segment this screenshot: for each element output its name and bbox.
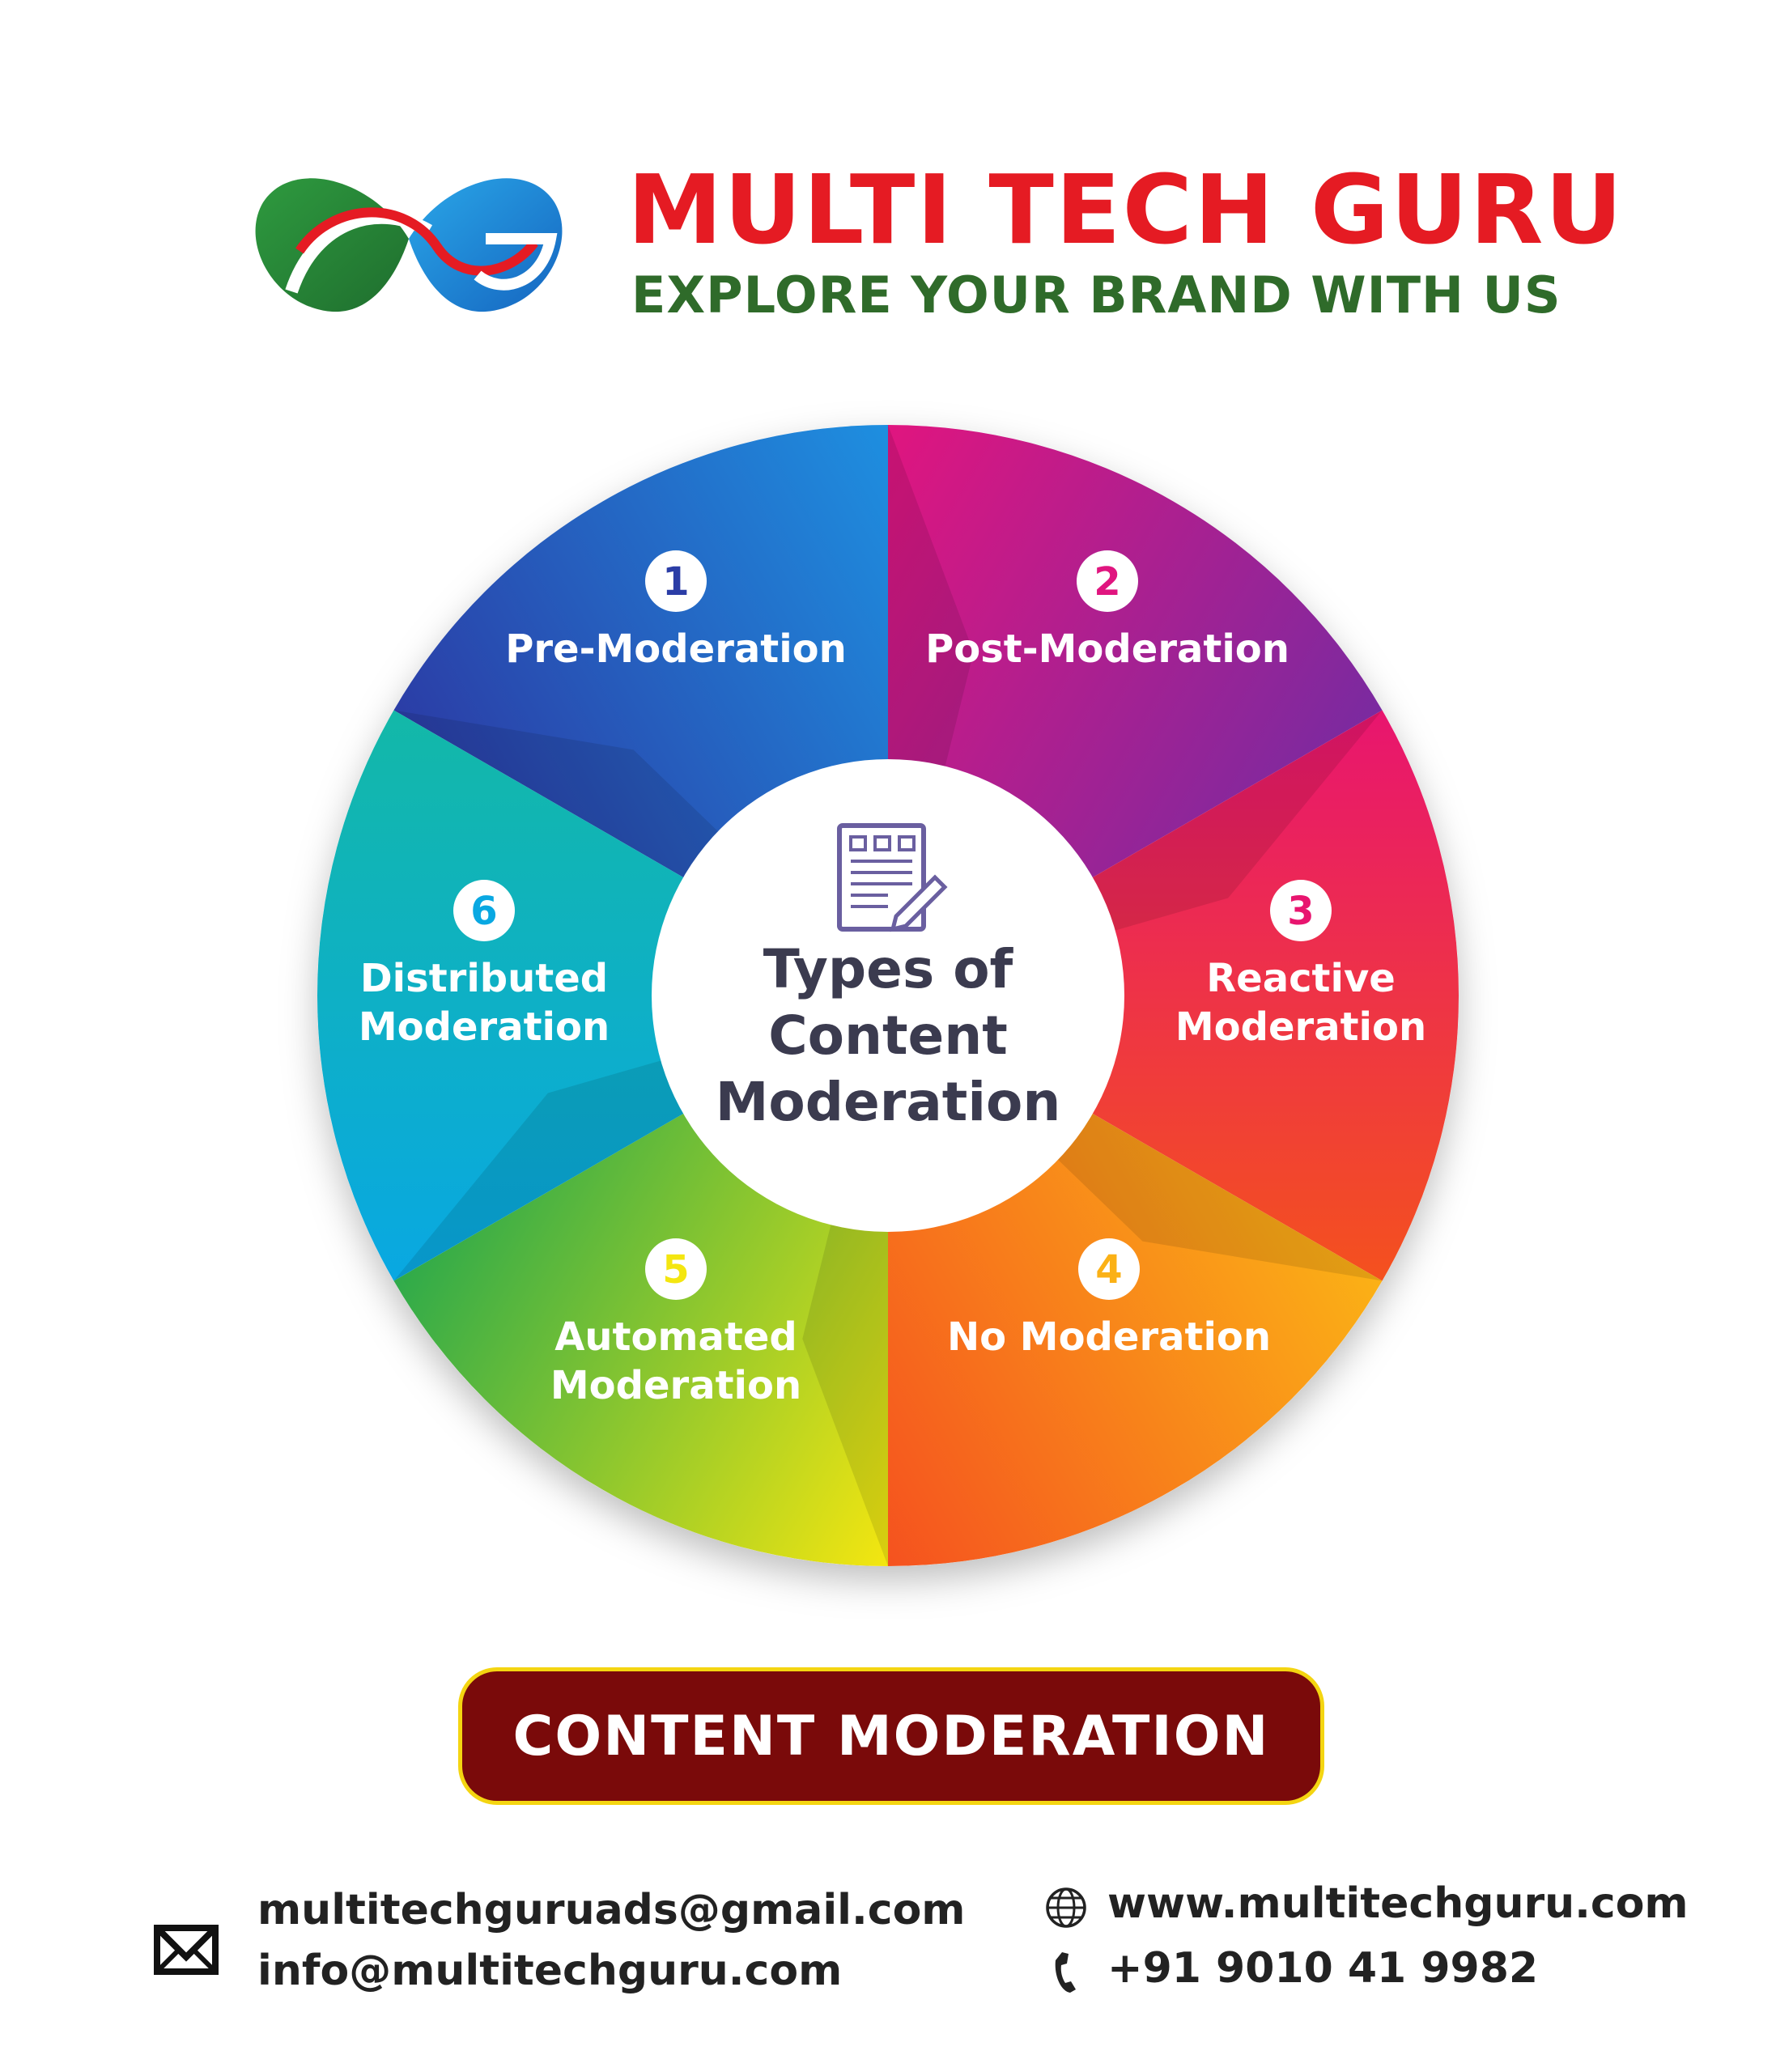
segment-label-6: Distributed [360,956,608,1001]
banner-label: CONTENT MODERATION [512,1704,1270,1768]
number-badge-2 [1077,550,1138,612]
center-title-line: Moderation [716,1071,1061,1133]
number-badge-text-6: 6 [470,889,497,934]
segment-label-3: Reactive [1206,956,1396,1001]
number-badge-6 [453,880,515,941]
brand-title: MULTI TECH GURU [627,154,1625,265]
email-secondary-link[interactable]: info@multitechguru.com [257,1947,843,1995]
center-title-line: Types of [763,938,1014,1000]
brand-header: MULTI TECH GURU EXPLORE YOUR BRAND WITH … [243,146,1622,340]
email-primary-link[interactable]: multitechguruads@gmail.com [257,1886,966,1934]
segment-label-5: Automated [554,1314,797,1360]
segment-6 [317,710,888,1281]
number-badge-3 [1270,880,1332,941]
website-link[interactable]: www.multitechguru.com [1107,1879,1689,1928]
infinity-leaf-logo [255,178,563,312]
segment-label-3: Moderation [1175,1004,1426,1050]
segment-label-2: Post-Moderation [925,626,1290,672]
segment-label-6: Moderation [359,1004,610,1050]
document-edit-icon [837,823,948,932]
number-badge-text-2: 2 [1094,559,1120,605]
globe-icon [1046,1887,1086,1928]
number-badge-text-4: 4 [1095,1247,1122,1293]
phone-icon [1055,1952,1076,1993]
number-badge-1 [645,550,707,612]
segment-label-5: Moderation [550,1363,801,1408]
number-badge-text-3: 3 [1287,889,1314,934]
mail-icon [154,1925,219,1975]
brand-tagline: EXPLORE YOUR BRAND WITH US [631,265,1561,325]
segment-label-1: Pre-Moderation [505,626,847,672]
center-circle [652,759,1124,1232]
number-badge-5 [645,1238,707,1300]
segment-fold-6 [393,996,888,1281]
segment-label-4: No Moderation [947,1314,1271,1360]
center-title-line: Content [768,1004,1008,1067]
segment-3 [888,710,1459,1281]
number-badge-text-1: 1 [662,559,689,605]
wheel-svg: Types ofContentModeration1Pre-Moderation… [317,425,1459,1566]
number-badge-4 [1078,1238,1140,1300]
phone-link[interactable]: +91 9010 41 9982 [1107,1944,1539,1993]
content-moderation-banner: CONTENT MODERATION [458,1667,1324,1805]
number-badge-text-5: 5 [662,1247,689,1293]
